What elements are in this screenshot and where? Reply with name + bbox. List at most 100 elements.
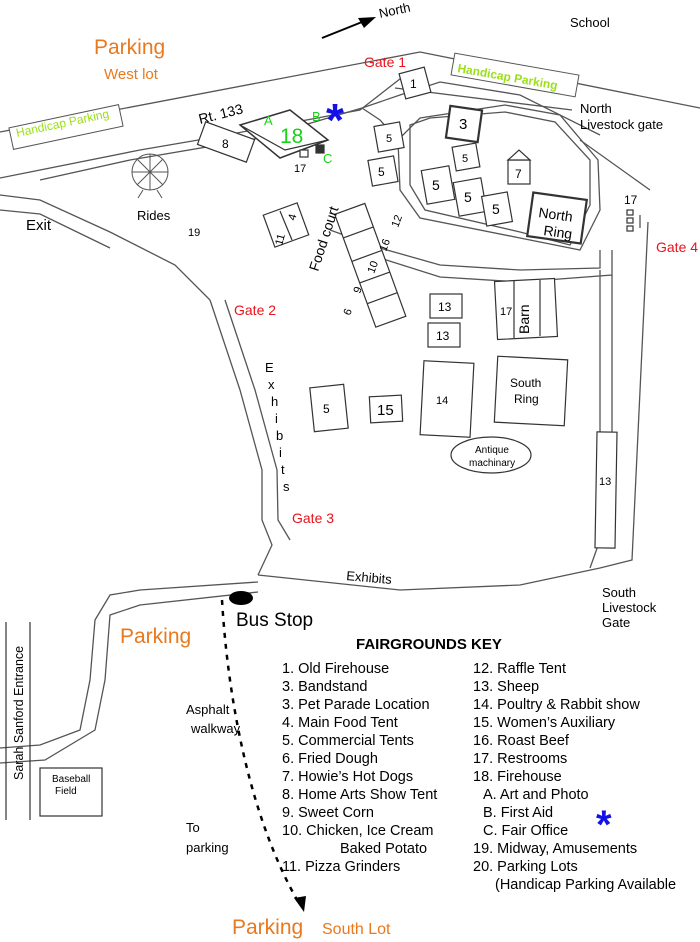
ferris-wheel-icon xyxy=(131,153,169,199)
key-item: B. First Aid xyxy=(483,805,554,821)
west-lot-label: West lot xyxy=(104,66,159,83)
svg-text:*: * xyxy=(596,803,612,847)
parking-west-title: Parking xyxy=(94,36,165,59)
label-5e: 5 xyxy=(464,189,472,205)
rt133-road-upper-edge xyxy=(0,51,700,133)
first-aid-icon: * xyxy=(326,94,344,146)
exhibits-bottom-label: Exhibits xyxy=(346,568,393,587)
building-5e xyxy=(452,177,488,217)
building-5f xyxy=(480,191,514,227)
key-item: 13. Sheep xyxy=(473,679,540,695)
key-column-2: 12. Raffle Tent 13. Sheep 14. Poultry & … xyxy=(473,660,676,894)
key-item: 16. Roast Beef xyxy=(473,733,569,749)
label-16: 16 xyxy=(378,237,393,253)
building-13b xyxy=(427,322,461,348)
key-item: 14. Poultry & Rabbit show xyxy=(473,697,640,713)
label-12: 12 xyxy=(390,213,405,229)
gate4-label: Gate 4 xyxy=(656,239,698,255)
south-livestock-gate-line3: Gate xyxy=(602,615,630,630)
label-7: 7 xyxy=(515,167,522,181)
south-ring-line2: Ring xyxy=(514,392,539,406)
label-3: 3 xyxy=(459,116,467,133)
building-1 xyxy=(398,66,432,100)
to-parking-line1: To xyxy=(186,820,200,835)
exit-road xyxy=(0,194,211,301)
south-livestock-gate-line2: Livestock xyxy=(602,600,657,615)
asphalt-line2: walkway xyxy=(190,721,241,736)
sarah-sanford-label: Sarah Sanford Entrance xyxy=(12,646,26,780)
antique-machinery xyxy=(450,436,532,474)
south-ring xyxy=(493,355,569,427)
north-ring-line2: Ring xyxy=(543,222,574,242)
barn-label: Barn xyxy=(516,304,532,334)
letter-b-label: B xyxy=(312,109,321,124)
label-17-firehouse: 17 xyxy=(294,163,306,175)
building-5g xyxy=(309,383,349,433)
north-livestock-gate-line1: North xyxy=(580,101,612,116)
label-5d: 5 xyxy=(432,177,440,193)
handicap-parking-west xyxy=(8,104,124,150)
key-item: 20. Parking Lots xyxy=(473,859,578,875)
building-5d xyxy=(420,165,456,205)
parking-bottom-label: Parking xyxy=(232,916,303,939)
letter-c-label: C xyxy=(323,151,332,166)
handicap-parking-north xyxy=(450,52,580,98)
key-item: 19. Midway, Amusements xyxy=(473,841,638,857)
building-5b xyxy=(367,155,399,187)
label-17-barn: 17 xyxy=(500,306,512,318)
label-14: 14 xyxy=(436,395,448,407)
exit-label: Exit xyxy=(26,217,52,234)
label-11: 11 xyxy=(273,233,288,247)
label-17-gate4: 17 xyxy=(624,193,638,207)
asphalt-line1: Asphalt xyxy=(186,702,230,717)
key-item: 18. Firehouse xyxy=(473,769,562,785)
label-13a: 13 xyxy=(438,300,452,314)
firehouse-number: 18 xyxy=(280,125,303,148)
parking-mid-label: Parking xyxy=(120,625,191,648)
barn xyxy=(493,277,559,341)
label-8: 8 xyxy=(222,137,229,151)
to-parking-line2: parking xyxy=(186,840,229,855)
south-ring-line1: South xyxy=(510,376,541,390)
north-arrow-icon xyxy=(321,17,376,39)
antique-line2: machinary xyxy=(469,458,515,469)
key-item: 10. Chicken, Ice Cream xyxy=(282,823,434,839)
label-15: 15 xyxy=(377,402,394,419)
label-5f: 5 xyxy=(492,201,500,217)
building-5c xyxy=(451,142,481,172)
rides-label: Rides xyxy=(137,208,171,223)
north-label: North xyxy=(378,0,412,21)
key-item: 3. Pet Parade Location xyxy=(282,697,430,713)
label-13c: 13 xyxy=(599,476,611,488)
key-item: 7. Howie’s Hot Dogs xyxy=(282,769,414,785)
school-label: School xyxy=(570,15,610,30)
key-item: 8. Home Arts Show Tent xyxy=(282,787,438,803)
food-court-label: Food court xyxy=(306,204,342,273)
key-item: 5. Commercial Tents xyxy=(282,733,414,749)
label-6: 6 xyxy=(342,307,355,317)
building-13c xyxy=(594,431,618,549)
label-13b: 13 xyxy=(436,329,450,343)
key-item: 6. Fried Dough xyxy=(282,751,378,767)
label-5b: 5 xyxy=(378,165,385,179)
building-3 xyxy=(444,104,484,144)
key-title: FAIRGROUNDS KEY xyxy=(356,636,502,653)
east-fence xyxy=(579,139,651,569)
label-9: 9 xyxy=(352,285,365,295)
building-5a xyxy=(373,121,405,153)
first-aid-key-icon: * xyxy=(596,803,612,847)
gate2-label: Gate 2 xyxy=(234,302,276,318)
building-8 xyxy=(196,121,256,163)
bus-stop-icon xyxy=(229,591,253,605)
label-10: 10 xyxy=(366,259,381,275)
key-item: 15. Women’s Auxiliary xyxy=(473,715,616,731)
key-item: 11. Pizza Grinders xyxy=(282,859,401,875)
key-column-1: 1. Old Firehouse 3. Bandstand 3. Pet Par… xyxy=(282,660,437,876)
north-ring-line1: North xyxy=(538,204,574,225)
building-15 xyxy=(368,394,404,424)
building-14 xyxy=(419,360,475,438)
food-court-strip xyxy=(333,202,407,328)
south-lot-label: South Lot xyxy=(322,921,391,938)
